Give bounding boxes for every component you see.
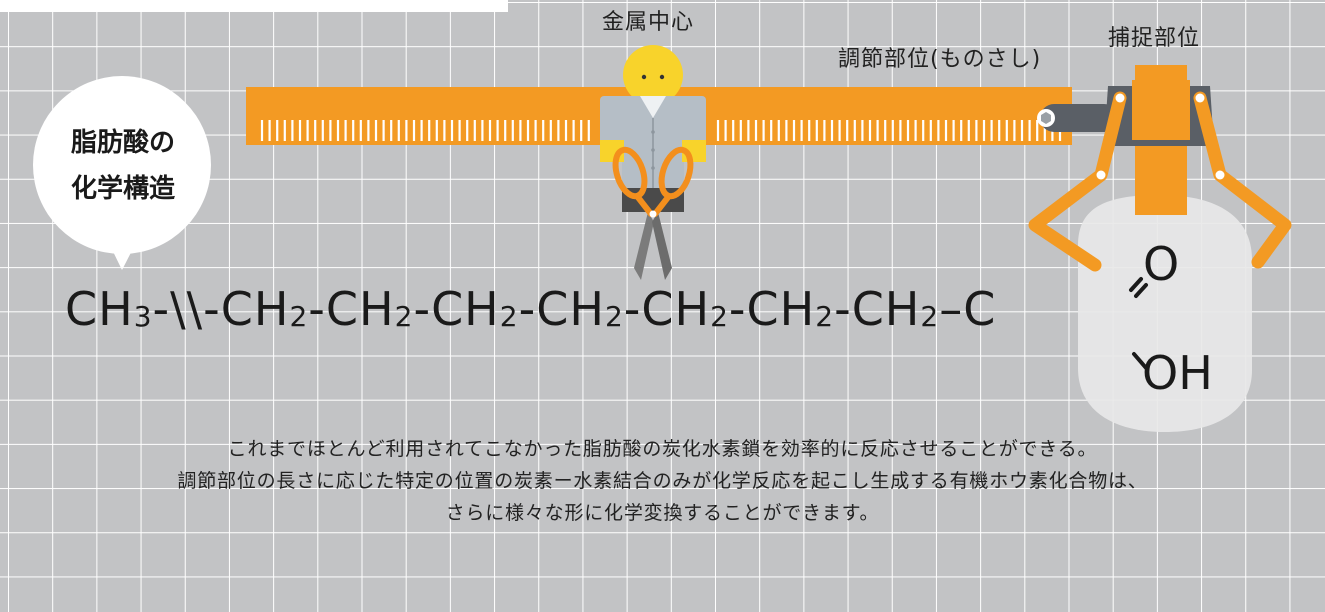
description: これまでほとんど利用されてこなかった脂肪酸の炭化水素鎖を効率的に反応させることが… (0, 433, 1325, 529)
claw-arm (1037, 104, 1118, 132)
top-white-strip (0, 0, 508, 12)
description-line-2: 調節部位の長さに応じた特定の位置の炭素ー水素結合のみが化学反応を起こし生成する有… (177, 470, 1148, 492)
scissors-icon (612, 146, 694, 280)
bubble-title: 脂肪酸の 化学構造 (38, 120, 208, 212)
adjust-part-label: 調節部位(ものさし) (838, 47, 1042, 72)
bubble-title-line1: 脂肪酸の (70, 128, 175, 158)
metal-center-person-icon (600, 45, 706, 212)
carboxyl-highlight (1078, 195, 1252, 432)
claw-icon (1028, 65, 1292, 272)
description-line-1: これまでほとんど利用されてこなかった脂肪酸の炭化水素鎖を効率的に反応させることが… (227, 438, 1098, 460)
bubble-title-line2: 化学構造 (70, 174, 175, 204)
fatty-acid-formula: CH3-\\-CH2-CH2-CH2-CH2-CH2-CH2-CH2–C (65, 282, 997, 336)
capture-part-label: 捕捉部位 (1108, 26, 1201, 51)
metal-center-label: 金属中心 (602, 10, 695, 35)
description-line-3: さらに様々な形に化学変換することができます。 (445, 502, 880, 524)
hydroxyl-group: OH (1142, 346, 1213, 400)
speech-bubble (33, 76, 211, 270)
oxygen-atom: O (1143, 237, 1180, 291)
carboxyl-bonds (1129, 277, 1149, 371)
